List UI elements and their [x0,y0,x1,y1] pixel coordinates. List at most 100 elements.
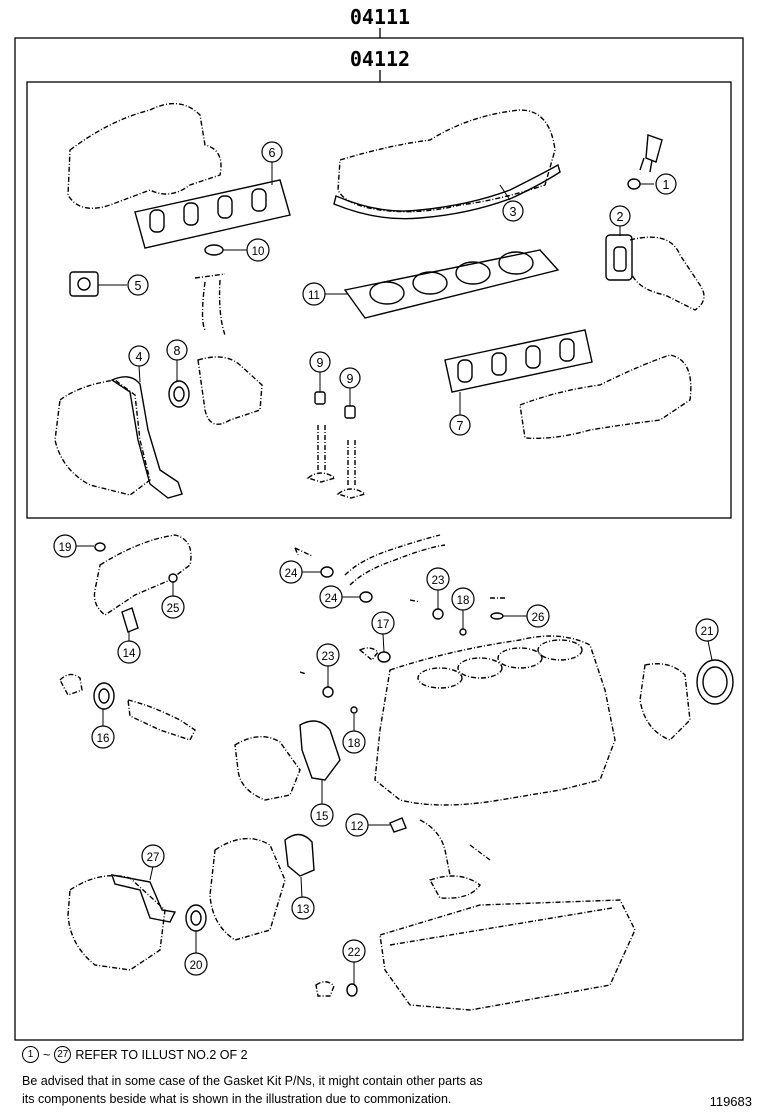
svg-text:16: 16 [97,733,110,745]
svg-text:4: 4 [136,350,143,364]
callout-20: 20 [184,952,208,976]
exhaust-manifold-gasket-shape [134,179,291,249]
cylinder-bores-shape [417,639,583,689]
callout-11: 11 [302,282,326,306]
heat-shield-shape [67,102,222,209]
valve-cover-shape [337,109,556,213]
intake-manifold-gasket-shape [444,329,593,393]
callout-8: 8 [166,339,188,361]
callout-6: 6 [261,141,283,163]
water-outlet-shape [605,234,705,311]
svg-text:1: 1 [663,178,670,192]
callout-17: 17 [371,611,395,635]
small-ring-shape [627,178,641,190]
gasket-23b-shape [322,686,334,698]
svg-text:26: 26 [532,612,545,624]
svg-text:15: 15 [316,811,329,823]
strainer-gasket-shape [389,817,407,833]
gasket-23a-shape [432,608,444,620]
svg-text:27: 27 [147,852,160,864]
oil-strainer-shape [419,819,491,899]
callout-16: 16 [91,725,115,749]
svg-text:6: 6 [269,146,276,160]
svg-text:19: 19 [59,542,72,554]
plug-17-shape [358,647,379,662]
outer-kit-frame [14,37,744,1041]
svg-text:12: 12 [351,821,364,833]
svg-text:3: 3 [510,205,517,219]
water-inlet-gasket-shape [121,607,139,633]
svg-text:13: 13 [297,904,310,916]
svg-text:21: 21 [701,626,714,638]
seal-retainer-shape [639,663,691,741]
callout-9a: 9 [309,351,331,373]
inner-kit-frame [26,81,732,519]
head-gasket-shape [343,249,560,319]
gasket-26-shape [490,612,504,620]
timing-cover-gasket-shape [110,376,183,499]
advisory-note-line-2: its components beside what is shown in t… [22,1092,452,1106]
svg-text:17: 17 [377,619,390,631]
oil-pipe-shape [344,534,446,586]
o-ring-18b-shape [350,706,358,714]
gasket-24a-shape [320,566,334,578]
o-ring-25-shape [168,573,178,583]
callout-25: 25 [161,595,185,619]
svg-text:9: 9 [347,372,354,386]
valve-cover-gasket-shape [333,163,561,220]
outer-kit-code: 04111 [350,5,410,29]
egr-gasket-shape [69,271,99,297]
refer-end-callout: 27 [54,1046,72,1063]
refer-start-callout: 1 [22,1046,39,1063]
catalog-number: 119683 [709,1094,752,1109]
oil-pump-shape [59,673,196,741]
drain-plug-shape [315,981,335,997]
valve-shape [306,425,367,499]
front-cover-shape [67,875,166,971]
cover-gasket-13-shape [284,833,315,877]
svg-text:7: 7 [457,419,464,433]
seal-ring-shape [204,244,224,256]
svg-text:23: 23 [432,575,445,587]
callout-24b: 24 [319,585,343,609]
part-callouts: 1 2 3 4 5 6 7 8 9 9 10 11 12 13 14 15 16… [53,141,719,976]
svg-text:24: 24 [285,568,298,580]
svg-text:2: 2 [617,210,624,224]
drain-gasket-shape [346,983,358,997]
svg-text:23: 23 [322,651,335,663]
inner-kit-code: 04112 [350,47,410,71]
seal-16-shape [93,682,115,710]
oil-pan-shape [379,899,636,1011]
callout-23b: 23 [316,643,340,667]
o-ring-18a-shape [459,628,467,636]
callout-21: 21 [695,618,719,642]
union-bolt-shape [294,547,313,557]
gasket-24b-shape [359,591,373,603]
svg-text:9: 9 [317,356,324,370]
svg-text:22: 22 [348,947,361,959]
svg-text:10: 10 [252,246,265,258]
callout-4: 4 [128,345,150,367]
water-pipe-shape [93,534,192,616]
front-cover-gasket-shape [110,874,177,923]
refer-tilde: ~ [43,1047,51,1062]
cam-housing-shape [197,356,263,425]
callout-22: 22 [342,939,366,963]
callout-9b: 9 [339,367,361,389]
callout-14: 14 [117,640,141,664]
callout-26: 26 [526,604,550,628]
callout-18b: 18 [342,730,366,754]
callout-24a: 24 [279,560,303,584]
svg-text:25: 25 [167,603,180,615]
leader-lines [76,162,713,984]
callout-12: 12 [345,813,369,837]
oil-seal-shape [168,380,190,408]
seal-20-shape [185,904,207,932]
advisory-note-line-1: Be advised that in some case of the Gask… [22,1074,483,1088]
timing-cover-shape [54,379,151,496]
valve-stem-seal-shape [314,391,356,419]
svg-text:18: 18 [348,738,361,750]
refer-note: 1 ~ 27 REFER TO ILLUST NO.2 OF 2 [22,1046,248,1063]
svg-text:24: 24 [325,593,338,605]
cylinder-block-shape [374,635,616,806]
